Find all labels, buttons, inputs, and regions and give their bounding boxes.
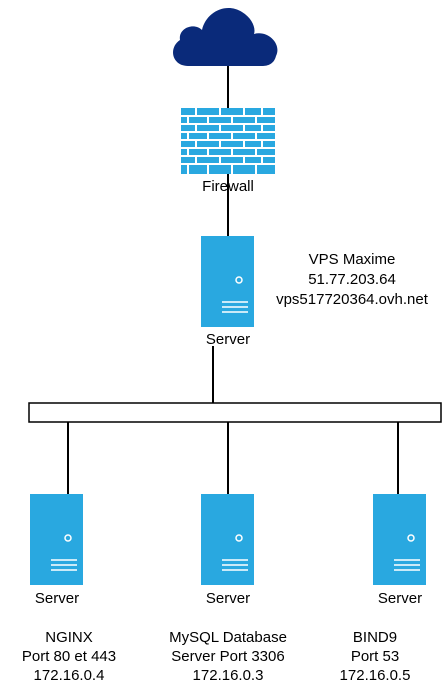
mysql-port: Server Port 3306 [171,648,285,665]
mysql-info: MySQL Database Server Port 3306 172.16.0… [148,628,308,685]
nginx-service: NGINX [45,629,93,646]
bind-server-label: Server [377,590,423,607]
mysql-server-label: Server [205,590,251,607]
bind-port: Port 53 [350,648,400,665]
server-icon [201,236,254,327]
vps-hostname: vps517720364.ovh.net [276,291,428,308]
nginx-port: Port 80 et 443 [21,648,117,665]
main-server-label: Server [205,331,251,348]
cloud-icon [173,8,278,66]
vps-name: VPS Maxime [308,251,396,268]
connections [67,60,399,494]
nginx-server-label: Server [34,590,80,607]
vps-ip: 51.77.203.64 [308,271,396,288]
bind-info: BIND9 Port 53 172.16.0.5 [305,628,445,685]
bind-ip: 172.16.0.5 [339,667,411,684]
server-icon [201,494,254,585]
firewall-icon [181,108,275,174]
network-switch [28,402,442,423]
vps-info: VPS Maxime 51.77.203.64 vps517720364.ovh… [262,250,442,310]
mysql-service: MySQL Database [169,629,287,646]
server-icon [373,494,426,585]
server-icon [30,494,83,585]
nginx-ip: 172.16.0.4 [33,667,105,684]
mysql-ip: 172.16.0.3 [192,667,264,684]
nginx-info: NGINX Port 80 et 443 172.16.0.4 [0,628,149,685]
firewall-label: Firewall [202,178,254,195]
bind-service: BIND9 [352,629,398,646]
